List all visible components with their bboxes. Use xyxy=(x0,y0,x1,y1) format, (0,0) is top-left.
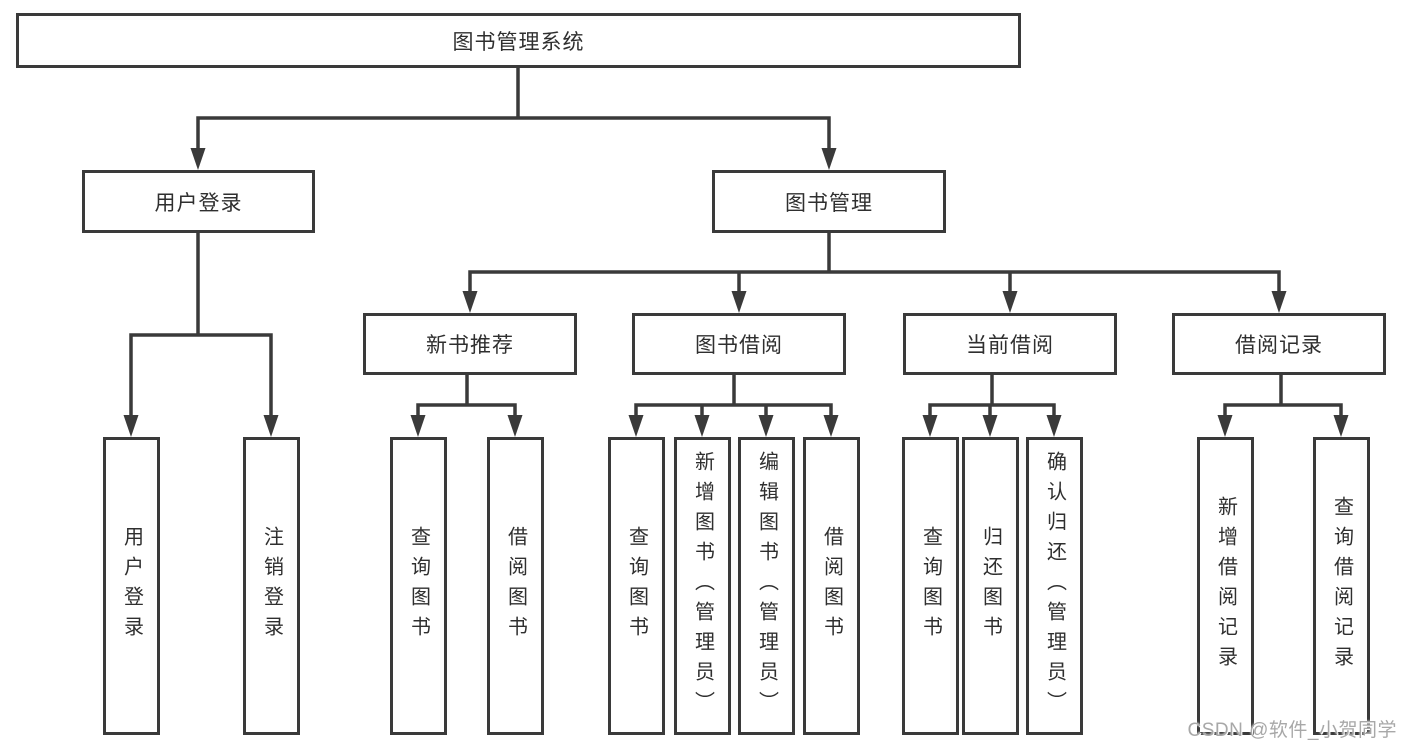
arrowhead xyxy=(410,415,426,437)
leaf-confirm-return-admin: 确认归还（管理员） xyxy=(1026,437,1083,735)
leaf-add-borrow-record: 新增借阅记录 xyxy=(1197,437,1254,735)
arrowhead xyxy=(628,415,644,437)
leaf-user-login: 用户登录 xyxy=(103,437,160,735)
edge-book-management-to-groups xyxy=(462,231,1287,313)
leaf-query-borrow-record: 查询借阅记录 xyxy=(1313,437,1370,735)
leaf-logout: 注销登录 xyxy=(243,437,300,735)
edge-new-book-recommend-to-leaves xyxy=(410,373,523,437)
edge-book-borrow-to-leaves xyxy=(628,373,839,437)
arrowhead xyxy=(922,415,938,437)
arrowhead xyxy=(263,415,279,437)
edge-user-login-to-leaves xyxy=(123,231,279,437)
leaf-query-books-borrow: 查询图书 xyxy=(608,437,665,735)
arrowhead xyxy=(758,415,774,437)
leaf-return-book: 归还图书 xyxy=(962,437,1019,735)
arrowhead xyxy=(1333,415,1349,437)
node-current-borrow: 当前借阅 xyxy=(903,313,1117,375)
arrowhead xyxy=(190,148,206,170)
node-library-management-system: 图书管理系统 xyxy=(16,13,1021,68)
arrowhead xyxy=(731,291,747,313)
arrowhead xyxy=(1002,291,1018,313)
arrowhead xyxy=(982,415,998,437)
leaf-edit-book-admin: 编辑图书（管理员） xyxy=(738,437,795,735)
edge-root-to-level2 xyxy=(190,66,837,170)
leaf-query-books-recommend: 查询图书 xyxy=(390,437,447,735)
arrowhead xyxy=(123,415,139,437)
arrowhead xyxy=(1271,291,1287,313)
node-book-borrow: 图书借阅 xyxy=(632,313,846,375)
leaf-borrow-books-recommend: 借阅图书 xyxy=(487,437,544,735)
arrowhead xyxy=(694,415,710,437)
arrowhead xyxy=(507,415,523,437)
arrowhead xyxy=(823,415,839,437)
arrowhead xyxy=(462,291,478,313)
arrowhead xyxy=(1217,415,1233,437)
leaf-borrow-books: 借阅图书 xyxy=(803,437,860,735)
edge-borrow-records-to-leaves xyxy=(1217,373,1349,437)
edge-current-borrow-to-leaves xyxy=(922,373,1062,437)
arrowhead xyxy=(1046,415,1062,437)
node-borrow-records: 借阅记录 xyxy=(1172,313,1386,375)
leaf-query-books-current: 查询图书 xyxy=(902,437,959,735)
watermark: CSDN @软件_小贺同学 xyxy=(1187,720,1397,741)
node-book-management: 图书管理 xyxy=(712,170,946,233)
leaf-add-book-admin: 新增图书（管理员） xyxy=(674,437,731,735)
arrowhead xyxy=(821,148,837,170)
node-new-book-recommend: 新书推荐 xyxy=(363,313,577,375)
node-user-login: 用户登录 xyxy=(82,170,315,233)
